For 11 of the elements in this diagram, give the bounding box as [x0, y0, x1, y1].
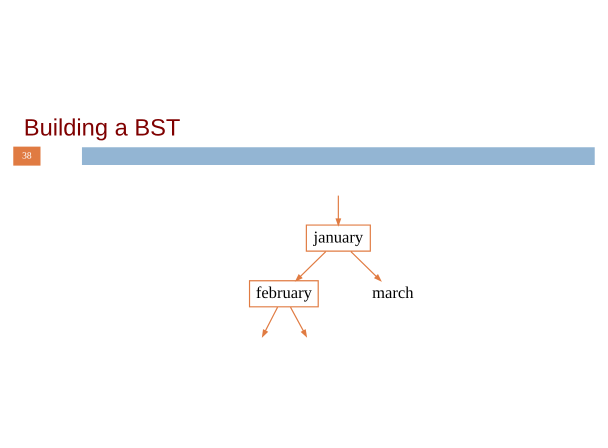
arrow: [294, 250, 326, 282]
node-box: february: [248, 280, 319, 307]
diagram-title: Building a BST: [24, 114, 180, 141]
node-box: january: [306, 224, 371, 252]
label: 38: [22, 150, 32, 161]
arrow: [350, 250, 382, 282]
arrow: [262, 306, 278, 338]
arrow: [335, 195, 342, 226]
node-bar: [82, 146, 595, 165]
arrow: [290, 306, 308, 338]
node-text: march: [372, 282, 414, 302]
